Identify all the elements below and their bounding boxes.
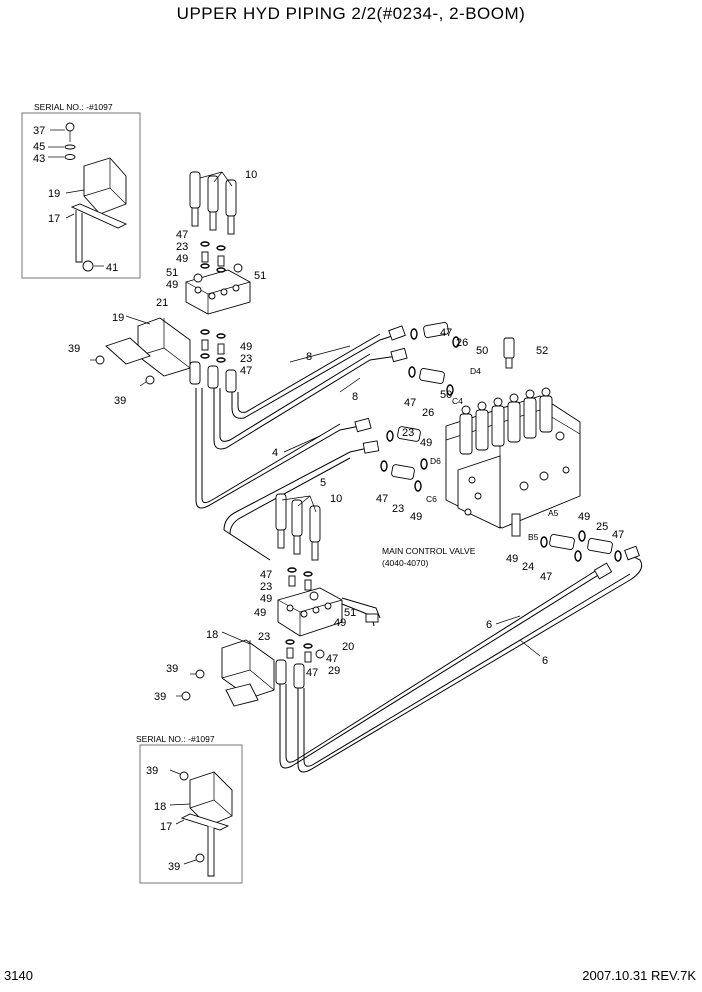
inset-bottom: SERIAL NO.: -#1097 xyxy=(136,734,243,884)
callout: 26 xyxy=(422,407,434,419)
callout: 24 xyxy=(522,561,534,573)
callout: 39 xyxy=(146,765,158,777)
callout: 23 xyxy=(258,631,270,643)
callout: 47 xyxy=(176,229,188,241)
upper-hoses-10 xyxy=(189,171,243,283)
callout: 23 xyxy=(402,427,414,439)
main-control-valve xyxy=(445,387,581,537)
callout: 49 xyxy=(166,279,178,291)
callout: 6 xyxy=(486,619,492,631)
callout: 47 xyxy=(612,529,624,541)
callout: 47 xyxy=(376,493,388,505)
callouts: 37 45 43 19 17 41 10 47 23 49 51 49 51 2… xyxy=(33,125,624,873)
callout: 47 xyxy=(540,571,552,583)
callout: 47 xyxy=(260,569,272,581)
callout: 8 xyxy=(306,351,312,363)
callout: 37 xyxy=(33,125,45,137)
port-label-d6: D6 xyxy=(430,456,441,466)
callout: 25 xyxy=(596,521,608,533)
callout: 39 xyxy=(154,691,166,703)
upper-connectors xyxy=(380,322,515,492)
callout: 41 xyxy=(106,262,118,274)
callout: 47 xyxy=(404,397,416,409)
callout: 23 xyxy=(392,503,404,515)
callout: 17 xyxy=(48,213,60,225)
callout: 51 xyxy=(344,607,356,619)
page-number: 3140 xyxy=(4,968,33,983)
hoses-8 xyxy=(213,325,408,450)
callout: 23 xyxy=(260,581,272,593)
callout: 43 xyxy=(33,153,45,165)
callout: 49 xyxy=(260,593,272,605)
callout: 50 xyxy=(476,345,488,357)
callout: 47 xyxy=(306,667,318,679)
callout: 39 xyxy=(68,343,80,355)
port-label-d4: D4 xyxy=(470,366,481,376)
inset-bottom-serial: SERIAL NO.: -#1097 xyxy=(136,734,215,744)
callout: 23 xyxy=(176,241,188,253)
callout: 23 xyxy=(240,353,252,365)
callout: 50 xyxy=(440,389,452,401)
callout: 26 xyxy=(456,337,468,349)
callout: 39 xyxy=(114,395,126,407)
port-label-b5: B5 xyxy=(528,532,539,542)
callout: 10 xyxy=(330,493,342,505)
callout: 39 xyxy=(168,861,180,873)
callout: 49 xyxy=(254,607,266,619)
inset-top: SERIAL NO.: -#1097 xyxy=(21,102,141,279)
callout: 49 xyxy=(240,341,252,353)
callout: 49 xyxy=(420,437,432,449)
callout: 47 xyxy=(326,653,338,665)
callout: 51 xyxy=(166,267,178,279)
callout: 49 xyxy=(578,511,590,523)
callout: 47 xyxy=(440,327,452,339)
hoses-6 xyxy=(279,545,643,773)
callout: 49 xyxy=(176,253,188,265)
hoses-4-5 xyxy=(195,388,380,561)
lower-connectors xyxy=(540,530,622,562)
upper-manifold xyxy=(90,269,251,387)
upper-manifold-fittings xyxy=(189,329,237,393)
lower-manifold xyxy=(176,493,381,707)
port-label-c4: C4 xyxy=(452,396,463,406)
callout: 19 xyxy=(112,312,124,324)
callout: 49 xyxy=(410,511,422,523)
callout: 20 xyxy=(342,641,354,653)
callout: 6 xyxy=(542,655,548,667)
diagram-title: UPPER HYD PIPING 2/2(#0234-, 2-BOOM) xyxy=(177,4,526,23)
callout: 51 xyxy=(254,270,266,282)
callout: 45 xyxy=(33,141,45,153)
callout: 29 xyxy=(328,665,340,677)
callout: 17 xyxy=(160,821,172,833)
callout: 18 xyxy=(206,629,218,641)
port-label-c6: C6 xyxy=(426,494,437,504)
mcv-range: (4040-4070) xyxy=(382,558,428,568)
callout: 8 xyxy=(352,391,358,403)
callout: 39 xyxy=(166,663,178,675)
callout: 5 xyxy=(320,477,326,489)
callout: 47 xyxy=(240,365,252,377)
callout: 21 xyxy=(156,297,168,309)
mcv-label: MAIN CONTROL VALVE xyxy=(382,546,476,556)
callout: 18 xyxy=(154,801,166,813)
inset-top-serial: SERIAL NO.: -#1097 xyxy=(34,102,113,112)
callout: 10 xyxy=(245,169,257,181)
callout: 4 xyxy=(272,447,278,459)
leader-lines xyxy=(125,171,541,657)
callout: 52 xyxy=(536,345,548,357)
revision-date: 2007.10.31 REV.7K xyxy=(582,968,696,983)
callout: 49 xyxy=(334,617,346,629)
port-label-a5: A5 xyxy=(548,508,559,518)
callout: 19 xyxy=(48,188,60,200)
callout: 49 xyxy=(506,553,518,565)
